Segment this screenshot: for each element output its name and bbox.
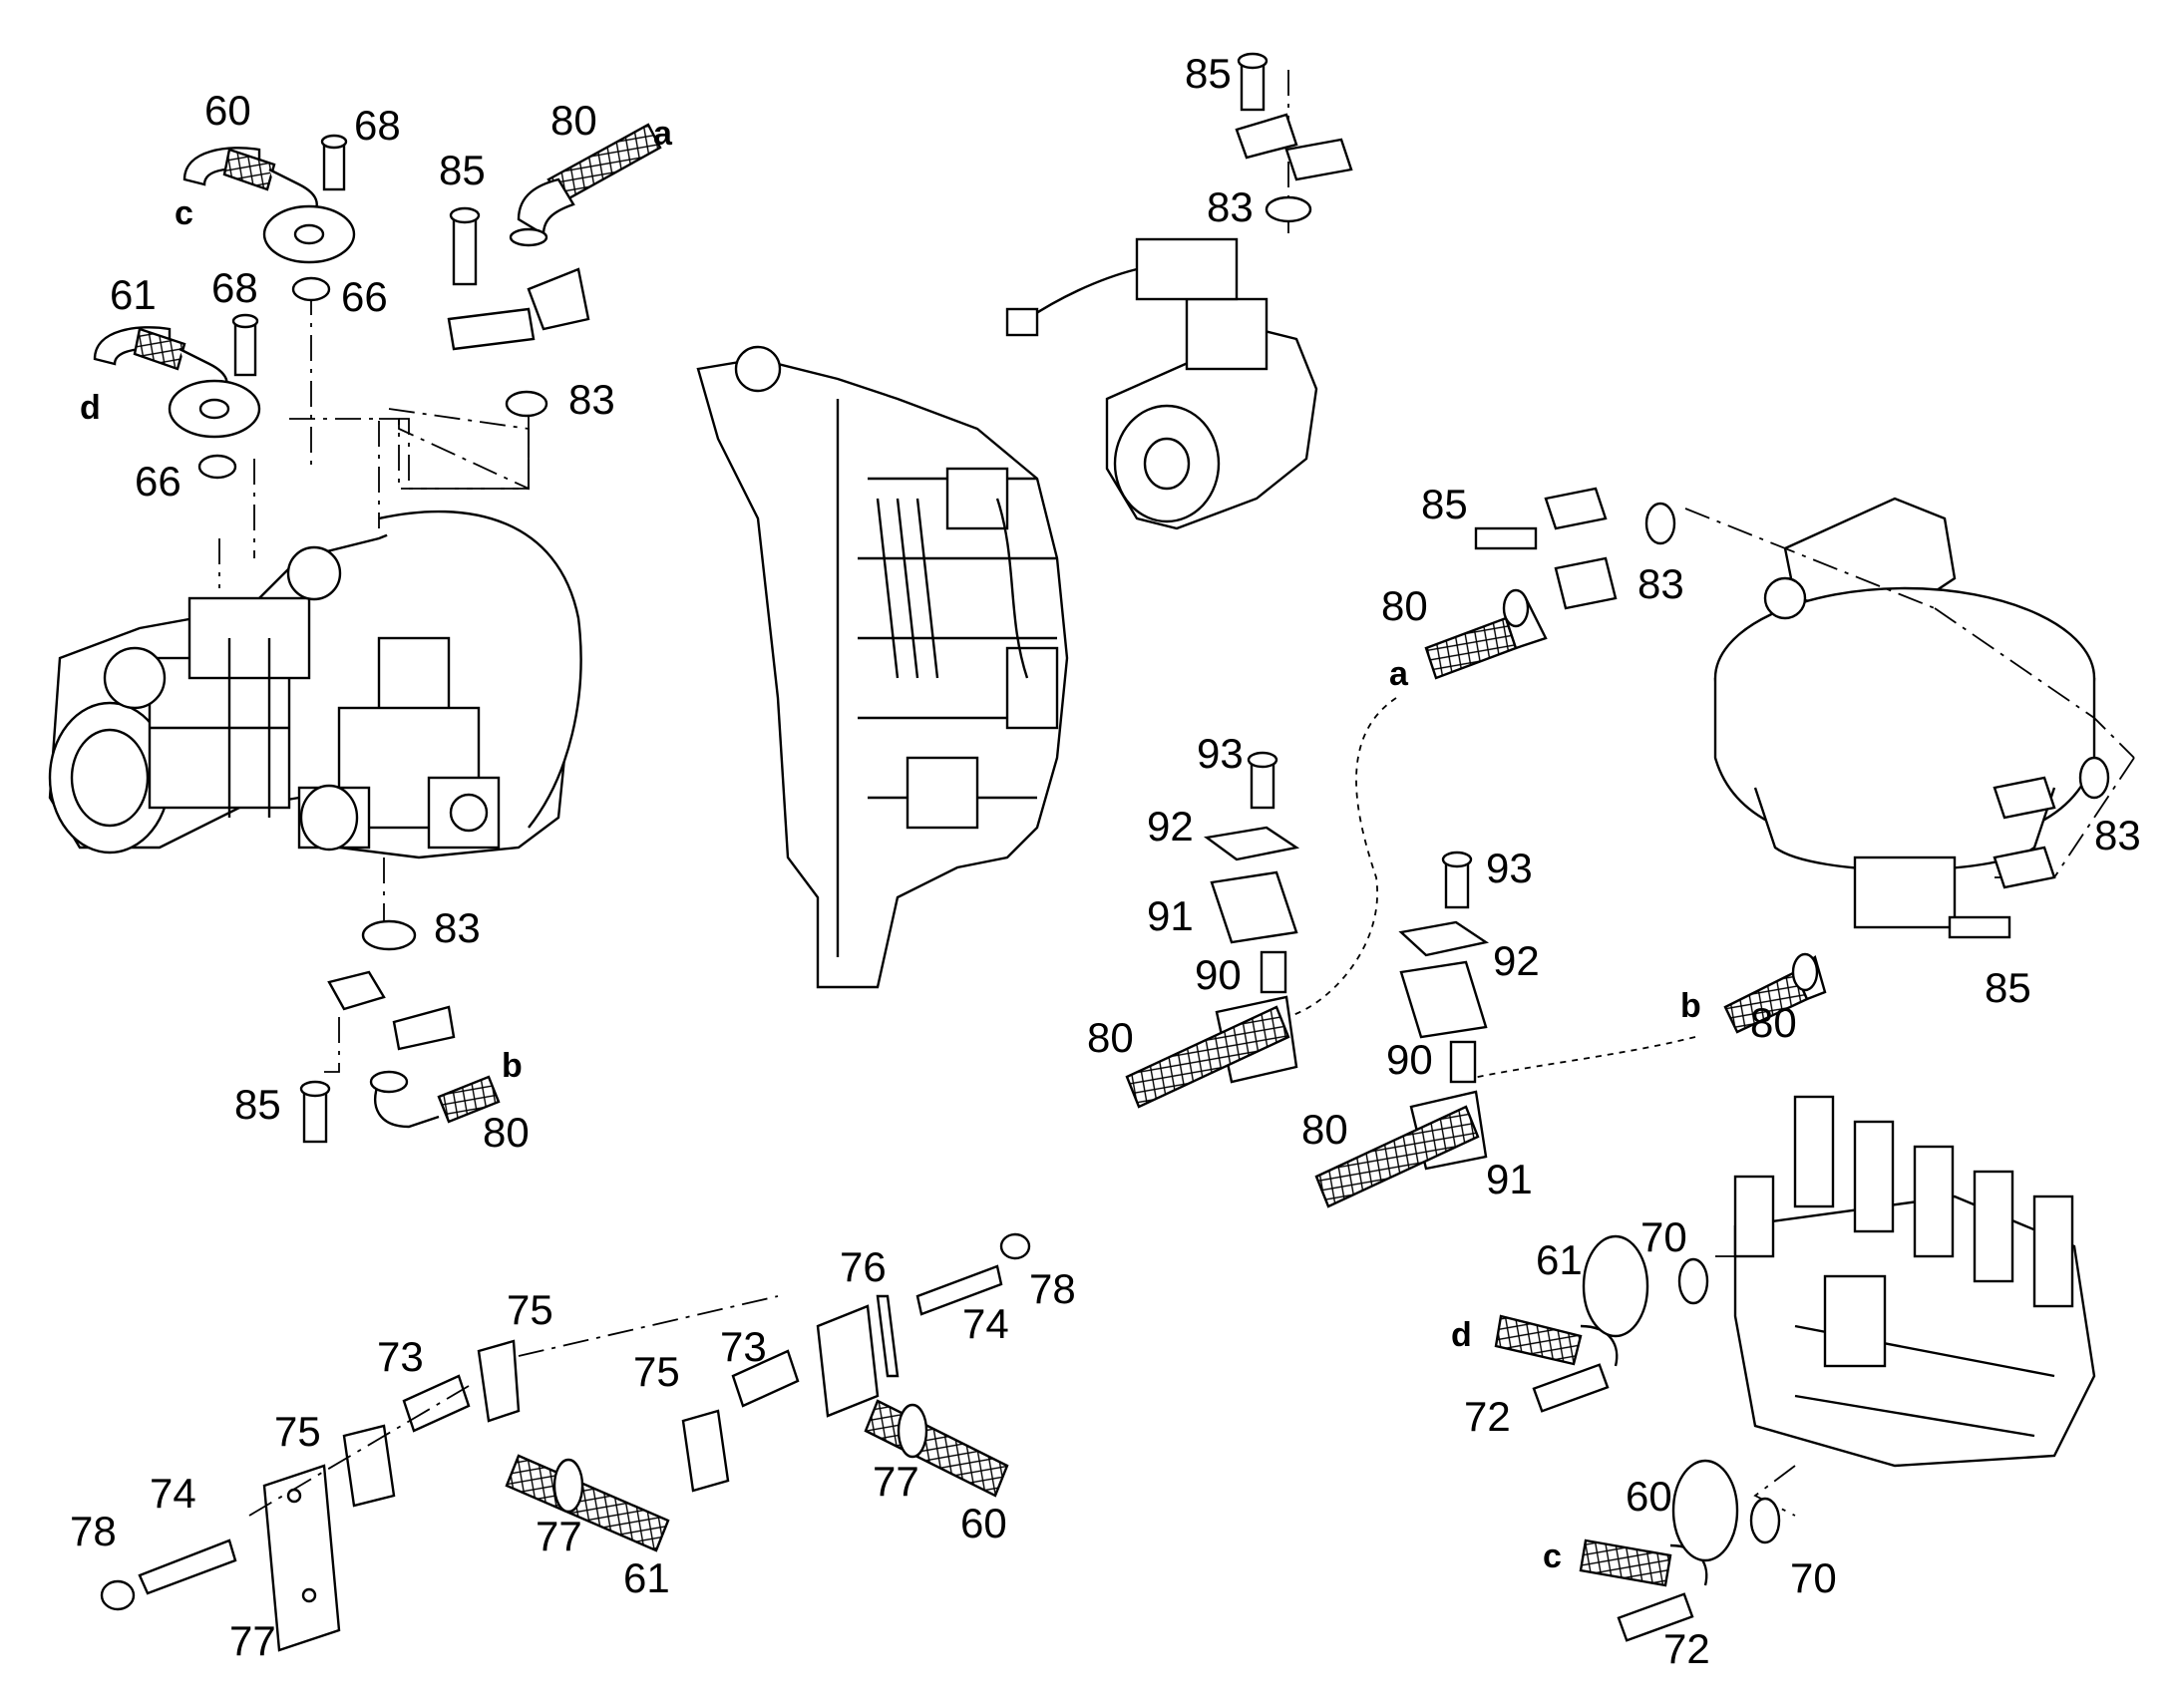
callout: 85: [1985, 964, 2031, 1011]
callout: 92: [1147, 803, 1194, 850]
callout: 75: [633, 1348, 680, 1395]
oring-83-lower-left: [361, 919, 417, 951]
callout: 80: [483, 1109, 530, 1156]
bolt-85-top-center: [1235, 52, 1353, 223]
pipe-60-right: [1579, 1459, 1781, 1642]
callout: 93: [1197, 730, 1244, 777]
pipe-61-left: [93, 326, 261, 439]
pipe-80-top-a: [509, 123, 662, 247]
callout: 83: [568, 376, 615, 423]
callout: 80: [550, 97, 597, 144]
hose-route-dotted: [1285, 697, 1696, 1083]
callout-labels: 60 68 80 a 85 c 66 61 68 d 83 66 83 b 85…: [70, 50, 2141, 1672]
callout: 78: [1029, 1265, 1076, 1312]
callout: 83: [1207, 183, 1254, 230]
callout: 76: [840, 1243, 887, 1290]
callout-letter: b: [502, 1047, 523, 1085]
fittings-right: [1474, 487, 2110, 939]
pipe-80-right-b: [1723, 952, 1827, 1034]
callout: 80: [1087, 1014, 1134, 1061]
callout: 80: [1381, 582, 1428, 629]
callout: 68: [211, 264, 258, 311]
callout: 72: [1663, 1625, 1710, 1672]
callout: 77: [873, 1458, 919, 1505]
callout: 70: [1790, 1554, 1837, 1601]
callout: 74: [150, 1470, 196, 1517]
travel-motor-assembly: [1684, 497, 2135, 929]
callout: 85: [1421, 481, 1468, 527]
leader-lines-left: [218, 289, 530, 1073]
orings-66: [197, 276, 331, 480]
callout: 72: [1464, 1393, 1511, 1440]
callout: 85: [1185, 50, 1232, 97]
callout: 60: [204, 87, 251, 134]
callout: 80: [1301, 1106, 1348, 1153]
callout: 74: [962, 1300, 1009, 1347]
callout-letter: b: [1680, 987, 1701, 1025]
callout-letter: c: [175, 194, 193, 232]
callout-letter: a: [1389, 655, 1409, 693]
callout-letter: c: [1543, 1537, 1562, 1575]
callout: 85: [439, 147, 486, 193]
oring-83-top-left: [505, 390, 548, 418]
main-pump-assembly: [48, 510, 582, 859]
pipe-80-lower-left-b: [369, 1070, 501, 1129]
callout: 77: [536, 1513, 582, 1559]
callout: 60: [960, 1500, 1007, 1546]
pipe-60-left: [182, 147, 356, 264]
callout: 70: [1640, 1213, 1687, 1260]
callout: 66: [341, 273, 388, 320]
split-flange-lower-left: [299, 970, 456, 1144]
engine-block: [696, 345, 1069, 989]
callout: 73: [720, 1323, 767, 1370]
callout-letter: d: [1451, 1316, 1472, 1354]
callout: 60: [1626, 1473, 1672, 1520]
pipe-61-right: [1494, 1234, 1709, 1413]
callout: 75: [507, 1286, 553, 1333]
callout: 85: [234, 1081, 281, 1128]
callout: 66: [135, 458, 182, 505]
callout: 92: [1493, 937, 1540, 984]
pipe-80-right-a: [1424, 588, 1548, 680]
callout: 61: [623, 1554, 670, 1601]
callout: 90: [1386, 1036, 1433, 1083]
callout: 83: [1637, 560, 1684, 607]
bolt-85-top-left: [447, 206, 590, 351]
travel-pump-assembly: [1005, 70, 1318, 530]
callout-letter: a: [653, 115, 673, 153]
callout: 90: [1195, 951, 1242, 998]
clamp-set-2: [1314, 851, 1490, 1208]
callout: 77: [229, 1617, 276, 1664]
callout-letter: d: [80, 389, 101, 427]
callout: 68: [354, 102, 401, 149]
callout: 61: [110, 271, 157, 318]
callout: 75: [274, 1408, 321, 1455]
callout: 80: [1750, 999, 1797, 1046]
callout: 91: [1147, 892, 1194, 939]
callout: 83: [434, 904, 481, 951]
clamp-set-1: [1125, 751, 1300, 1109]
bolt-68-mid: [231, 313, 259, 377]
bottom-clamp-assembly: [100, 1232, 1031, 1652]
bolt-68-top: [320, 134, 348, 191]
callout: 91: [1486, 1156, 1533, 1202]
callout: 93: [1486, 845, 1533, 891]
callout: 83: [2094, 812, 2141, 858]
callout: 61: [1536, 1236, 1583, 1283]
callout: 78: [70, 1508, 117, 1554]
callout: 73: [377, 1333, 424, 1380]
control-valve-assembly: [1715, 1095, 2096, 1517]
